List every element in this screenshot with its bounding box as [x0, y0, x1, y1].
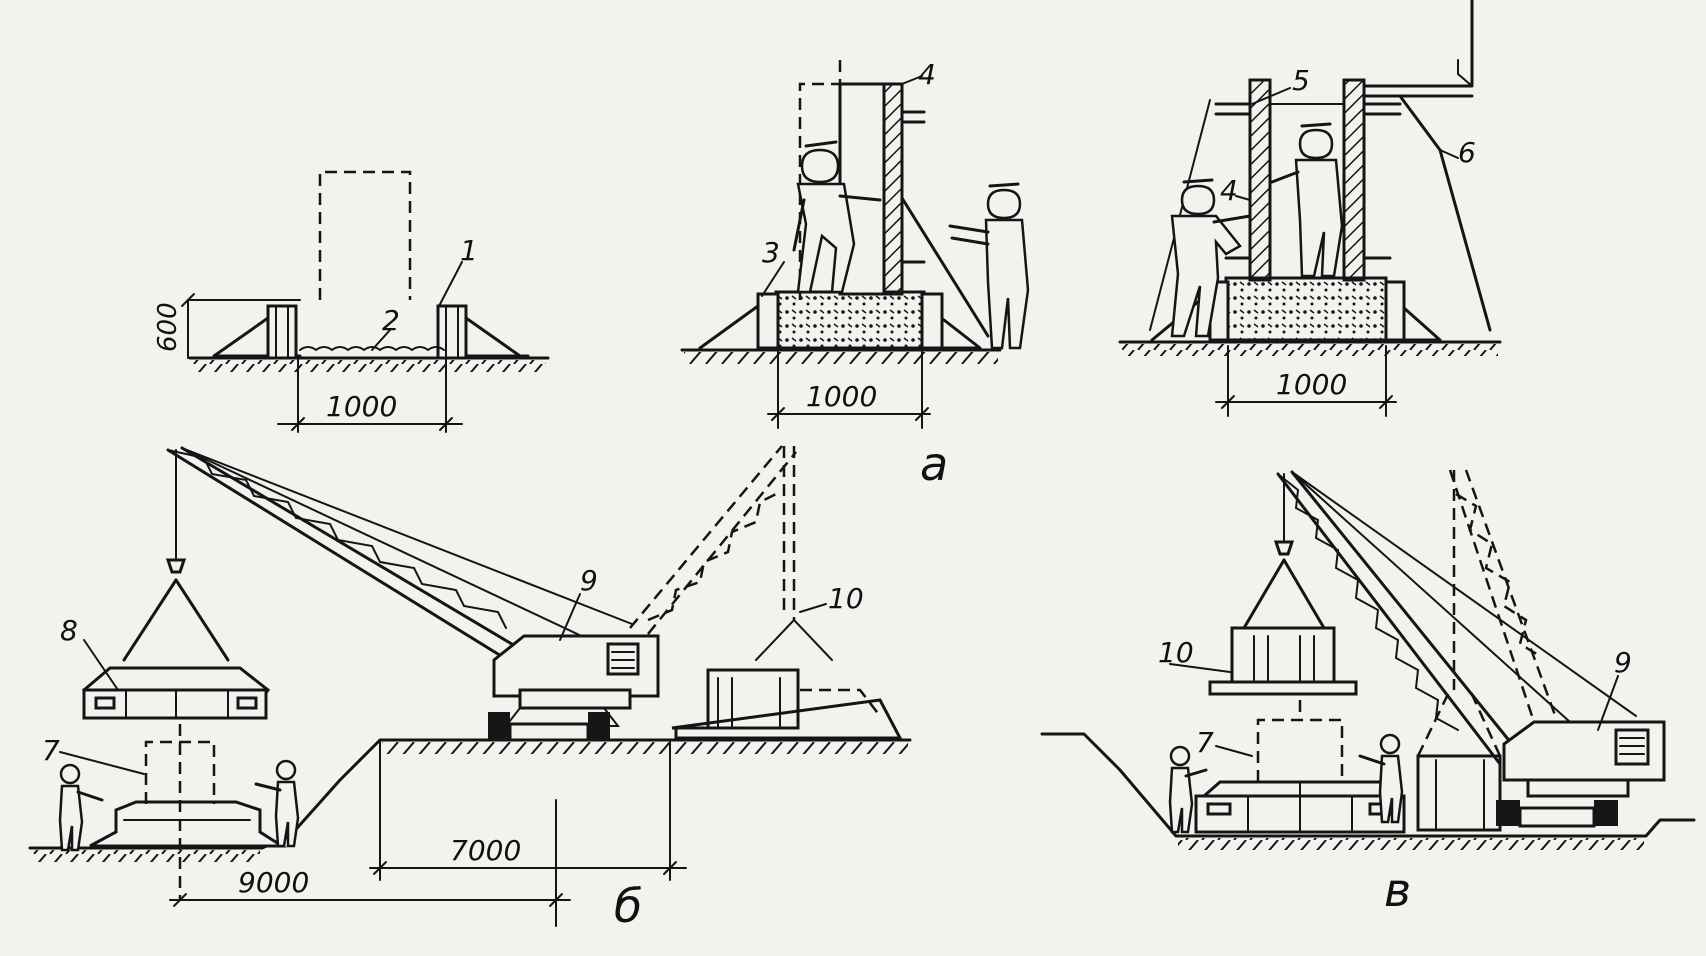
wall-panel-4 [882, 82, 904, 296]
label-4a: 4 [918, 58, 936, 91]
leader-5 [1251, 87, 1291, 105]
dim-7000: 7000 [450, 834, 521, 867]
panel-a: а [920, 437, 948, 491]
leader-4b [1235, 195, 1251, 201]
wall-panel-right [1342, 78, 1366, 282]
crane-9-v [1496, 720, 1666, 828]
scaffold-platform [1362, 0, 1474, 88]
right-brace [464, 316, 522, 358]
label-4b: 4 [1220, 174, 1238, 207]
block-10-b [671, 619, 903, 740]
trench-outline [318, 170, 412, 300]
suspended-block-10-v [1169, 473, 1358, 696]
leader-1 [437, 261, 463, 309]
dim-9000: 9000 [238, 866, 309, 899]
worker-left-2 [792, 140, 882, 294]
left-brace [212, 316, 270, 358]
dim-1000b: 1000 [806, 380, 877, 413]
panel-v-crane-in-pit: 10 7 9 в [1040, 469, 1696, 917]
ground-profile-b [28, 738, 912, 850]
dashed-column-outline [798, 82, 840, 300]
dim-600: 600 [153, 302, 183, 352]
label-8: 8 [60, 614, 78, 647]
right-brace-2 [924, 304, 982, 350]
left-shutter [266, 304, 298, 360]
right-shutter-2 [920, 292, 944, 350]
stage-2-installation: 1000 3 4 а [680, 58, 1030, 491]
leader-10a [799, 603, 827, 613]
suspended-block-8 [81, 449, 271, 720]
label-9b: 9 [1614, 646, 1632, 679]
worker-center-3 [1270, 122, 1344, 278]
concrete-base [774, 290, 926, 350]
stage-3-final: 1000 5 4 6 [1118, 0, 1502, 417]
foundation-block-7 [89, 724, 288, 900]
leader-7b [1215, 745, 1253, 757]
left-shutter-2 [756, 292, 780, 350]
crane-boom-v-dashed [1448, 469, 1558, 729]
crane-9-b [488, 634, 660, 742]
label-7b: 7 [1196, 726, 1214, 759]
panel-v: в [1384, 863, 1411, 917]
wall-panel-left [1248, 78, 1272, 282]
leader-8 [83, 639, 119, 691]
left-brace-2 [698, 304, 760, 350]
crane-boom-v [1276, 470, 1637, 766]
label-10a: 10 [828, 582, 864, 615]
foundation-block-7-v [1194, 700, 1406, 834]
panel-b-crane-scheme: 7000 9000 7 8 9 10 б [28, 445, 912, 933]
worker-left-3 [1170, 178, 1252, 338]
bedding-layer [299, 346, 445, 352]
ground-profile-v [1040, 732, 1696, 838]
ground-hatch-1 [192, 360, 546, 372]
worker-right-2 [948, 182, 1030, 350]
leader-3 [761, 261, 785, 297]
leader-9b [1597, 675, 1619, 731]
label-10b: 10 [1158, 636, 1194, 669]
label-7a: 7 [42, 734, 60, 767]
label-9a: 9 [580, 564, 598, 597]
label-1: 1 [460, 234, 478, 267]
block-dashed-v [1416, 689, 1502, 832]
panel-b: б [614, 879, 642, 933]
leader-2 [371, 329, 391, 351]
dim-1000a: 1000 [326, 390, 397, 423]
leader-4a [901, 75, 923, 85]
worker-v-right [1358, 733, 1404, 824]
label-5: 5 [1292, 64, 1310, 97]
label-3: 3 [762, 236, 780, 269]
worker-v-left [1168, 745, 1208, 834]
worker-b-left [58, 763, 104, 852]
leader-7a [59, 751, 145, 775]
crane-boom-b-dashed [629, 445, 797, 635]
concrete-base-3 [1224, 276, 1388, 342]
label-2: 2 [382, 304, 400, 337]
leader-6 [1439, 149, 1459, 159]
label-6: 6 [1458, 136, 1476, 169]
column-block [838, 82, 886, 296]
crane-boom-b [166, 446, 633, 666]
support-frame-6 [1398, 94, 1492, 332]
dim-1000c: 1000 [1276, 368, 1347, 401]
right-shutter [436, 304, 468, 360]
strut [900, 196, 990, 338]
leader-9a [559, 593, 581, 641]
worker-b-right [254, 759, 300, 848]
stage-1-formwork: 600 1000 1 2 [153, 170, 550, 433]
